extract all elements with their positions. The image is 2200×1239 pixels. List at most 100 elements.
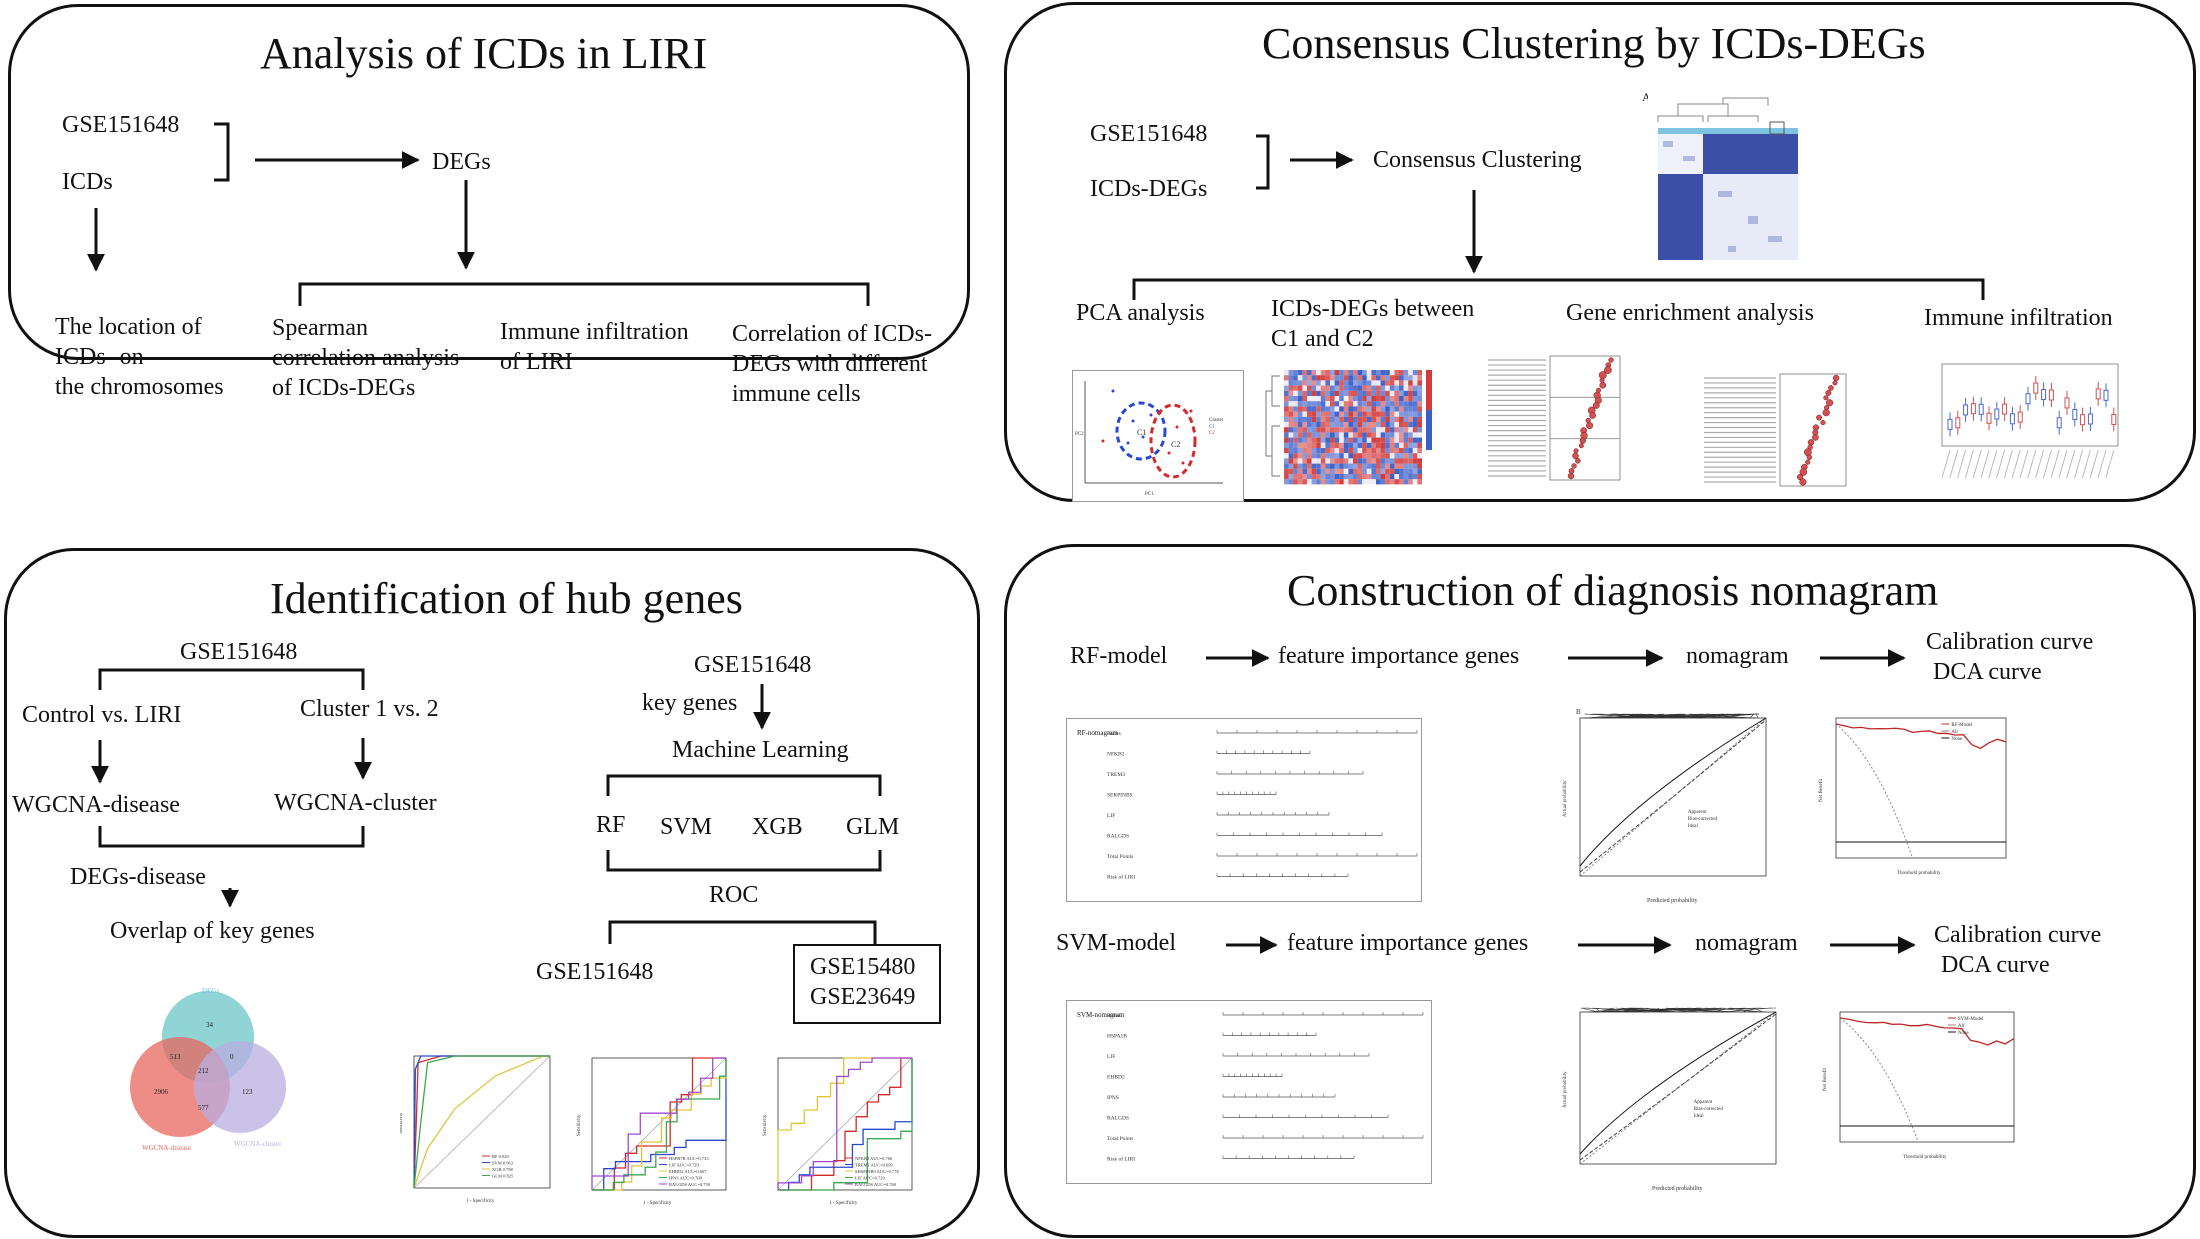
heatmap-cell (1302, 396, 1307, 402)
heatmap-cell (1389, 370, 1395, 376)
heatmap-cell (1417, 416, 1422, 422)
heatmap-cell (1362, 390, 1367, 396)
calibration-bias (1579, 719, 1767, 873)
heatmap-cell (1311, 427, 1317, 433)
nomogram-title: SVM-nomagram (1077, 1011, 1125, 1019)
heatmap-cell (1302, 375, 1307, 381)
heatmap-cell (1343, 437, 1349, 443)
heatmap-cell (1311, 432, 1317, 438)
heatmap-cell (1311, 375, 1317, 381)
svg-text:DEGs: DEGs (202, 987, 219, 995)
heatmap-cell (1353, 479, 1358, 485)
nomogram-row-label: HSPA1B (1107, 1034, 1127, 1040)
heatmap-cell (1385, 390, 1390, 396)
calibration-rug (1755, 713, 1759, 719)
heatmap-cell (1293, 406, 1298, 412)
heatmap-cell (1293, 390, 1298, 396)
heatmap-cell (1389, 432, 1395, 438)
roc-legend-label: TREM1 AUC=0.699 (855, 1163, 894, 1168)
heatmap-cell (1343, 390, 1349, 396)
heatmap-cell (1417, 390, 1422, 396)
heatmap-cell (1348, 474, 1353, 480)
heatmap-cell (1366, 390, 1372, 396)
heatmap-cell (1403, 380, 1409, 386)
heatmap-cell (1348, 380, 1353, 386)
heatmap-cell (1403, 474, 1409, 480)
dotplot-dot (1816, 414, 1823, 421)
heatmap-cell (1297, 390, 1303, 396)
dca-legend-label: RF-Model (1951, 723, 1972, 728)
heatmap-cell (1394, 432, 1399, 438)
heatmap-cell (1385, 380, 1390, 386)
heatmap-cell (1366, 453, 1372, 459)
heatmap-cell (1288, 453, 1294, 459)
heatmap-cell (1302, 468, 1307, 474)
heatmap-cell (1339, 416, 1344, 422)
heatmap-cell (1412, 401, 1418, 407)
heatmap-cell (1307, 453, 1312, 459)
heatmap-cell (1412, 411, 1418, 417)
heatmap-cell (1343, 442, 1349, 448)
heatmap-cell (1284, 380, 1289, 386)
boxplot-label (2097, 449, 2107, 479)
heatmap-cell (1403, 411, 1409, 417)
heatmap-cell (1412, 396, 1418, 402)
heatmap-cell (1297, 406, 1303, 412)
heatmap-cell (1408, 396, 1413, 402)
roc-legend-label: LIF AUC=0.729 (669, 1163, 700, 1168)
calibration-legend: Ideal (1694, 1114, 1705, 1119)
dca-frame (1835, 717, 2007, 859)
heatmap-cell (1316, 416, 1321, 422)
heatmap-cell (1302, 437, 1307, 443)
p3-wgcna-disease: WGCNA-disease (12, 792, 180, 818)
dca-frame (1839, 1011, 2015, 1143)
heatmap-cell (1293, 474, 1298, 480)
heatmap-cell (1288, 479, 1294, 485)
heatmap-cell (1339, 396, 1344, 402)
heatmap-cell (1284, 474, 1289, 480)
heatmap-cell (1417, 442, 1422, 448)
heatmap-cell (1334, 463, 1340, 469)
roc-legend-label: RF 0.920 (492, 1154, 510, 1159)
svg-text:2906: 2906 (154, 1088, 169, 1096)
heatmap-cell (1339, 375, 1344, 381)
heatmap-cell (1376, 427, 1381, 433)
p4-row2-calibration: Calibration curve (1934, 922, 2102, 948)
heatmap-cell (1325, 396, 1330, 402)
p4-row2-feature: feature importance genes (1287, 930, 1529, 956)
heatmap-cell (1302, 432, 1307, 438)
dca-xlabel: Threshold probability (1897, 871, 1941, 876)
heatmap-cell (1376, 375, 1381, 381)
heatmap-cell (1348, 468, 1353, 474)
p2-input-gse: GSE151648 (1090, 121, 1208, 147)
heatmap-cell (1385, 474, 1390, 480)
heatmap-cell (1362, 442, 1367, 448)
heatmap-cell (1380, 442, 1386, 448)
heatmap-cell (1412, 370, 1418, 376)
heatmap-cell (1412, 479, 1418, 485)
heatmap-cell (1385, 437, 1390, 443)
heatmap-cell (1376, 453, 1381, 459)
p3-roc-valid-box (793, 944, 941, 1024)
heatmap-cell (1284, 422, 1289, 428)
heatmap-cell (1385, 453, 1390, 459)
heatmap-cell (1389, 380, 1395, 386)
heatmap-cell (1307, 385, 1312, 391)
heatmap-cell (1366, 406, 1372, 412)
heatmap-cell (1417, 385, 1422, 391)
heatmap-cell (1380, 448, 1386, 454)
heatmap-cell (1325, 370, 1330, 376)
calibration-rug (1582, 1007, 1686, 1013)
heatmap-cell (1362, 401, 1367, 407)
boxplot-box (2002, 403, 2008, 415)
heatmap-cell (1316, 437, 1321, 443)
calibration-rug (1645, 1007, 1666, 1013)
heatmap-cell (1353, 406, 1358, 412)
heatmap-cell (1380, 422, 1386, 428)
heatmap-cell (1412, 406, 1418, 412)
heatmap-cell (1385, 375, 1390, 381)
heatmap-cell (1348, 401, 1353, 407)
